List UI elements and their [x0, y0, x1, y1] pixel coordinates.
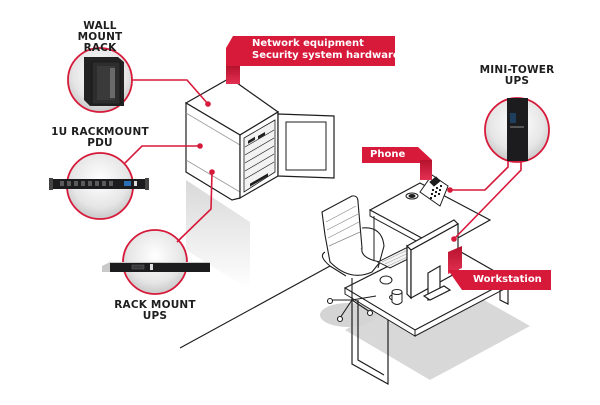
network-banner [226, 36, 395, 84]
rack-mount-ups-image [102, 262, 210, 272]
rackmount-pdu-image [49, 178, 149, 190]
connector-pdu [124, 145, 200, 164]
mini-tower-ups-label-line-1: MINI-TOWER [479, 64, 555, 76]
workstation-banner-text: Workstation [473, 274, 542, 285]
floor-line [179, 265, 331, 349]
mini-tower-ups-label-line-2: UPS [504, 75, 530, 87]
wall-mount-rack-image [84, 57, 124, 106]
server-cabinet [184, 77, 335, 290]
wall-mount-rack-label-line-1: WALL MOUNT [77, 20, 123, 43]
connector-phone [450, 161, 509, 191]
wall-mount-rack-label-line-2: RACK [83, 42, 117, 54]
rackmount-pdu-label: 1U RACKMOUNT PDU [45, 127, 155, 149]
rack-mount-ups-label-line-2: UPS [142, 310, 168, 322]
connector-workstation [453, 161, 522, 240]
mini-tower-ups-callout [484, 97, 550, 163]
desk-phone [405, 174, 449, 207]
workstation-banner [448, 270, 551, 290]
mug [389, 289, 403, 305]
wall-mount-rack-callout [67, 47, 133, 113]
mini-tower-ups-image [507, 98, 528, 161]
phone-banner [362, 147, 432, 180]
rackmount-pdu-callout [49, 152, 149, 220]
desk-scene [320, 174, 530, 386]
monitor [406, 219, 459, 301]
phone-banner-text: Phone [370, 149, 406, 160]
rack-mount-ups-label: RACK MOUNT UPS [105, 300, 205, 322]
rack-mount-ups-callout [102, 229, 210, 295]
mini-tower-ups-label: MINI-TOWER UPS [470, 65, 564, 87]
cabinet-side [185, 101, 241, 201]
mouse [379, 275, 393, 285]
connector-rack-ups [176, 171, 213, 243]
network-banner-line-2: Security system hardware [252, 50, 400, 61]
rack-mount-ups-label-line-1: RACK MOUNT [114, 299, 196, 311]
network-banner-line-1: Network equipment [252, 38, 364, 49]
connector-wall-rack [132, 79, 209, 105]
wall-mount-rack-label: WALL MOUNT RACK [60, 21, 140, 54]
network-banner-text: Network equipment Security system hardwa… [252, 38, 400, 62]
rackmount-pdu-label-line-2: PDU [87, 137, 113, 149]
rackmount-pdu-label-line-1: 1U RACKMOUNT [51, 126, 149, 138]
connector-dots [197, 101, 457, 242]
connector-lines [124, 79, 522, 243]
office-chair [321, 195, 385, 323]
